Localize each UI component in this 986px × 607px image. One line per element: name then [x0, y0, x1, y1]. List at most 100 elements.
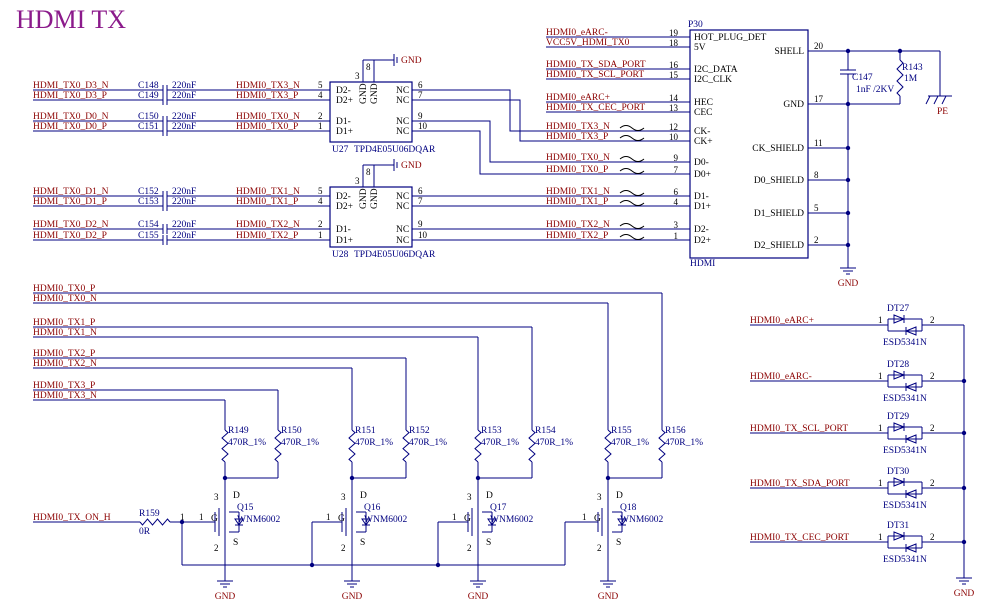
- pe-hatch: [933, 95, 939, 105]
- connector-pin-name: D1+: [694, 202, 711, 212]
- gnd-label: GND: [838, 279, 859, 289]
- connector-net-label: HDMI0_TX_SDA_PORT: [546, 60, 646, 70]
- cap-ref: C155: [138, 231, 159, 241]
- connector-net-label: HDMI0_TX1_P: [546, 197, 608, 207]
- connector-pin-name: 5V: [694, 43, 706, 53]
- connector-pin-number: 19: [669, 28, 679, 38]
- ic-part: TPD4E05U06DQAR: [354, 145, 436, 155]
- esd-diode: [904, 489, 917, 499]
- connector-net-label: HDMI0_eARC-: [546, 28, 608, 38]
- fet-pin-number: 3: [467, 492, 472, 502]
- ic-pin-number: 2: [318, 219, 323, 229]
- cap-value: 220nF: [172, 187, 196, 197]
- connector-pin-number: 13: [669, 103, 679, 113]
- connector-net-label: HDMI0_TX0_P: [546, 165, 608, 175]
- ic-pin-name: D2+: [336, 96, 353, 106]
- connector-pin-number: 11: [814, 138, 823, 148]
- connector-net-label: HDMI0_TX_SCL_PORT: [546, 70, 644, 80]
- ic-gnd-pin: GND: [370, 83, 380, 104]
- bus-net-label: HDMI0_TX1_P: [33, 318, 95, 328]
- diff-net-label: HDMI0_TX2_P: [236, 231, 298, 241]
- gnd-label: GND: [401, 56, 422, 66]
- connector-pin-name: D0+: [694, 170, 711, 180]
- diff-pair-mark: [619, 223, 645, 229]
- res-value: 470R_1%: [665, 438, 703, 448]
- ic-part: TPD4E05U06DQAR: [354, 250, 436, 260]
- gnd-label: GND: [954, 589, 975, 599]
- fet-pin-number: 2: [214, 543, 219, 553]
- connector-name: HDMI: [690, 259, 715, 269]
- res-value: 470R_1%: [355, 438, 393, 448]
- esd-net-label: HDMI0_eARC+: [750, 316, 814, 326]
- connector-pin-name: I2C_DATA: [694, 65, 738, 75]
- cap-ref: C154: [138, 220, 159, 230]
- esd-diode: [904, 543, 917, 553]
- connector-net-label: HDMI0_TX1_N: [546, 187, 610, 197]
- fet-pin-name: S: [616, 538, 621, 548]
- esd-part: ESD5341N: [883, 555, 927, 565]
- res-value: 470R_1%: [409, 438, 447, 448]
- connector-ref: P30: [688, 20, 703, 30]
- input-net-label: HDMI_TX0_D2_P: [33, 231, 107, 241]
- ic-gnd-pin: GND: [359, 83, 369, 104]
- res-ref: R149: [228, 426, 249, 436]
- connector-pin-number: 14: [669, 93, 679, 103]
- gate-net-label: HDMI0_TX_ON_H: [33, 513, 111, 523]
- ic-ref: U28: [332, 250, 349, 260]
- esd-lead: [888, 318, 922, 332]
- diff-pair-mark: [619, 135, 645, 141]
- fet-pin-name: D: [616, 491, 623, 501]
- to-connector-wire: [412, 130, 690, 175]
- esd-diode: [893, 531, 906, 541]
- cap-ref: C147: [852, 73, 873, 83]
- esd-ref: DT29: [887, 412, 909, 422]
- fet-pin-number: 3: [597, 492, 602, 502]
- esd-pin-number: 1: [878, 532, 883, 542]
- ic-pin-name: D2-: [336, 86, 351, 96]
- fet-pin-name: S: [360, 538, 365, 548]
- resistor-body: [274, 429, 282, 463]
- res-value: 470R_1%: [535, 438, 573, 448]
- junction-dot: [845, 48, 851, 54]
- ic-pin-number: 7: [418, 196, 423, 206]
- bus-net-label: HDMI0_TX0_N: [33, 294, 97, 304]
- connector-pin-name: CK-: [694, 127, 710, 137]
- connector-pin-name: HEC: [694, 98, 713, 108]
- ic-gnd-pin: GND: [370, 188, 380, 209]
- fet-pin-number: 1: [199, 512, 204, 522]
- fet-pin-name: D: [486, 491, 493, 501]
- to-connector-wire: [412, 120, 690, 163]
- gnd-label: GND: [468, 592, 489, 602]
- to-connector-wire: [412, 89, 690, 132]
- connector-pin-number: 8: [814, 170, 819, 180]
- diff-pair-mark: [619, 125, 645, 131]
- connector-pin-name: HOT_PLUG_DET: [694, 33, 766, 43]
- ic-pin-name: NC: [396, 96, 409, 106]
- fet-part: WNM6002: [364, 515, 408, 525]
- res-ref: R156: [665, 426, 686, 436]
- ic-pin-number: 4: [318, 196, 323, 206]
- esd-ref: DT27: [887, 304, 909, 314]
- connector-pin-name: GND: [783, 100, 804, 110]
- ic-pin-name: NC: [396, 127, 409, 137]
- res-ref: R152: [409, 426, 430, 436]
- connector-pin-number: 3: [674, 220, 679, 230]
- fet-pin-name: G: [211, 514, 218, 524]
- ic-pin-number: 1: [318, 230, 323, 240]
- connector-net-label: HDMI0_TX2_N: [546, 220, 610, 230]
- ic-pin-name: D1+: [336, 236, 353, 246]
- connector-pin-name: I2C_CLK: [694, 75, 732, 85]
- ic-pin-number: 5: [318, 80, 323, 90]
- pe-label: PE: [937, 107, 948, 117]
- ic-pin-name: NC: [396, 202, 409, 212]
- fet-pin-number: 2: [467, 543, 472, 553]
- cap-value: 220nF: [172, 112, 196, 122]
- esd-pin-number: 1: [878, 315, 883, 325]
- res-ref: R143: [902, 63, 923, 73]
- res-value: 470R_1%: [228, 438, 266, 448]
- fet-part: WNM6002: [620, 515, 664, 525]
- ic-pin-name: NC: [396, 86, 409, 96]
- resistor-body: [348, 429, 356, 463]
- connector-pin-name: D0-: [694, 158, 709, 168]
- ic-pin-number: 10: [418, 121, 428, 131]
